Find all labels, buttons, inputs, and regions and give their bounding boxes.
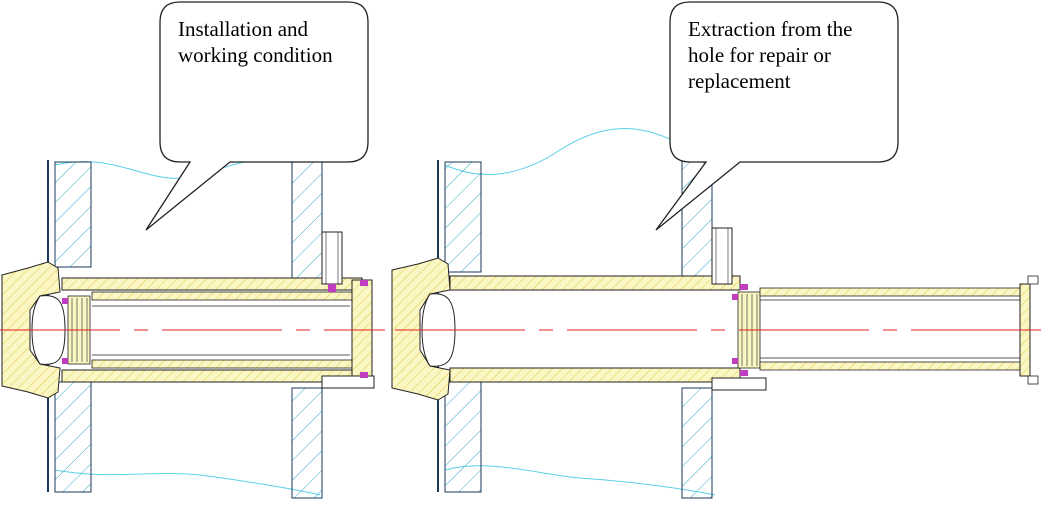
callout-text-installation: Installation and working condition <box>178 17 333 67</box>
left-valve-stem <box>321 231 343 292</box>
right-bottom-handle <box>711 377 767 391</box>
right-wall-outer-section-bottom <box>444 381 482 493</box>
right-inner-tube-bottom <box>759 361 1029 371</box>
right-flange-head <box>391 257 451 401</box>
left-wall-inner-section-top <box>291 159 323 279</box>
left-sleeve-top-wall <box>61 277 363 291</box>
callout-text-extraction: Extraction from the hole for repair or r… <box>688 17 853 93</box>
left-flange-head <box>1 261 61 399</box>
left-inner-tube-bottom <box>91 359 353 369</box>
right-wall-outer-section-top <box>444 161 482 273</box>
right-sleeve-bottom-wall <box>449 367 741 383</box>
callout-bubble-left <box>145 1 369 231</box>
right-bottom-break-line <box>444 465 716 496</box>
right-wall-inner-section-bottom <box>681 387 713 499</box>
left-bottom-break-line <box>54 469 321 496</box>
left-inner-tube-top <box>91 291 353 301</box>
callout-bubble-right <box>655 1 899 231</box>
left-wall-outer-section-top <box>54 161 92 268</box>
left-bottom-handle <box>321 375 375 389</box>
left-view <box>0 154 385 499</box>
right-inner-tube-top <box>759 287 1029 297</box>
right-view <box>391 128 1050 499</box>
left-wall-outer-section-bottom <box>54 381 92 493</box>
right-sleeve-top-wall <box>449 275 741 291</box>
right-valve-stem <box>711 227 733 285</box>
left-sleeve-bottom-wall <box>61 369 363 383</box>
left-wall-inner-section-bottom <box>291 387 323 499</box>
